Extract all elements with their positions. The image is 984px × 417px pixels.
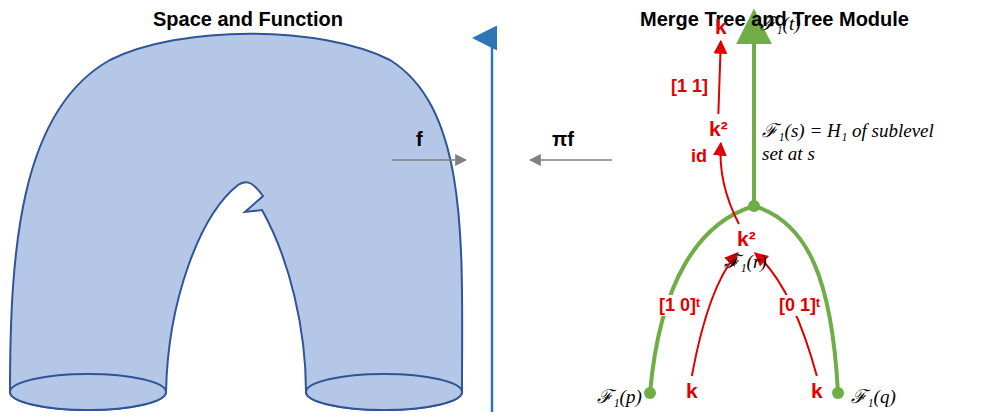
vector-space: k (712, 14, 730, 39)
space-label: k (715, 15, 727, 38)
module-label: ℱ₁(q) (851, 383, 896, 409)
space-label: k (686, 379, 698, 402)
module-label: ℱ₁(t) (760, 10, 801, 36)
tree-trunk (752, 12, 756, 206)
map-matrix: [1 0]ᵗ (657, 295, 702, 316)
space-label: k² (737, 227, 756, 250)
map-arrow (530, 159, 612, 161)
map-arrow (392, 159, 466, 161)
arch-surface (10, 34, 462, 410)
map-label: πf (552, 128, 574, 151)
boundary-circle (306, 374, 462, 410)
axis (491, 38, 494, 412)
vector-space: k² (706, 116, 731, 141)
tree-vertex (748, 200, 760, 212)
vector-space: k (683, 378, 701, 403)
module-label: ℱ₁(p) (597, 383, 642, 409)
boundary-circle (10, 374, 166, 410)
space-label: k (811, 379, 823, 402)
tree-vertex (644, 387, 656, 399)
tree-vertex (832, 387, 844, 399)
space-label: k² (709, 117, 728, 140)
panel-title: Space and Function (153, 8, 343, 31)
map-matrix: [0 1]ᵗ (777, 295, 822, 316)
map-matrix: [1 1] (669, 76, 710, 97)
map-matrix: id (689, 146, 709, 167)
vector-space: k² (734, 226, 759, 251)
vector-space: k (808, 378, 826, 403)
map-label: f (416, 128, 423, 151)
module-label: ℱ₁(r) (724, 248, 767, 274)
module-map (720, 143, 738, 224)
tree-branch (754, 206, 838, 393)
module-label: ℱ₁(s) = H₁ of sublevel set at s (762, 120, 940, 166)
module-map (718, 41, 721, 114)
